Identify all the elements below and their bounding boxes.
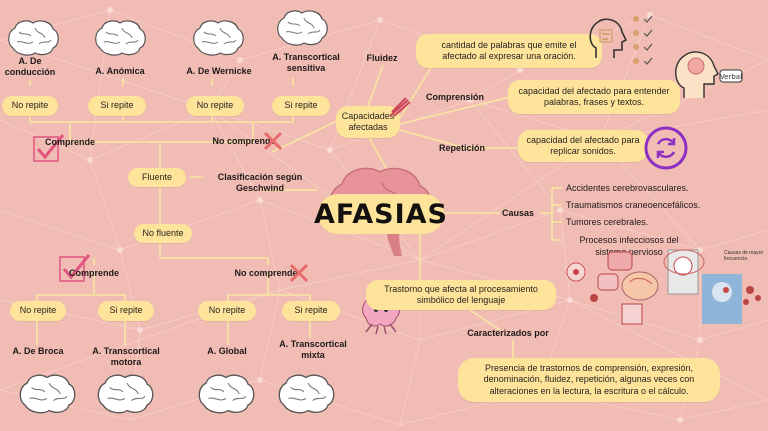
repeat-no-wernicke: No repite bbox=[186, 96, 244, 116]
brain-icon bbox=[95, 20, 146, 56]
repeat-no-broca: No repite bbox=[10, 301, 66, 321]
cross-icon bbox=[263, 131, 283, 151]
type-global: A. Global bbox=[207, 346, 247, 356]
type-transcortical-mixta: A. Transcortical mixta bbox=[279, 339, 347, 361]
medical-images bbox=[566, 249, 761, 325]
repeticion-desc: capacidad del afectado para replicar son… bbox=[518, 130, 648, 162]
repeat-si-transcortical-sensitiva: Si repite bbox=[272, 96, 330, 116]
thinking-head-icon: Verbal bbox=[675, 51, 743, 98]
verbal-tag: Verbal bbox=[720, 73, 742, 81]
repeticion-label: Repetición bbox=[438, 143, 485, 153]
comprension-label: Comprensión bbox=[425, 92, 484, 102]
people-list-icon bbox=[633, 15, 653, 65]
fluidez-label: Fluidez bbox=[366, 53, 398, 63]
brain-icon bbox=[193, 20, 244, 56]
cause-item: Tumores cerebrales. bbox=[566, 217, 649, 227]
non-fluent-pill: No fluente bbox=[134, 224, 192, 243]
brain-icon bbox=[278, 374, 335, 414]
repeat-no-conduccion: No repite bbox=[2, 96, 58, 116]
main-title: AFASIAS bbox=[314, 194, 447, 234]
no-comprende-bottom: No comprende bbox=[234, 268, 298, 278]
brain-icon bbox=[19, 374, 76, 414]
cause-item: Accidentes cerebrovasculares. bbox=[566, 183, 689, 193]
type-broca: A. De Broca bbox=[12, 346, 64, 356]
capacities-pill: Capacidades afectadas bbox=[336, 106, 400, 138]
checkbox-check-icon bbox=[33, 134, 65, 162]
definition-pill: Trastorno que afecta al procesamiento si… bbox=[366, 280, 556, 310]
type-transcortical-sensitiva: A. Transcortical sensitiva bbox=[272, 52, 340, 74]
characterized-desc: Presencia de trastornos de comprensión, … bbox=[458, 358, 720, 402]
type-anomica: A. Anómica bbox=[95, 66, 145, 76]
fluent-pill: Fluente bbox=[128, 168, 186, 187]
classification-label: Clasificación según Geschwind bbox=[217, 172, 303, 194]
type-transcortical-motora: A. Transcortical motora bbox=[92, 346, 160, 368]
causes-label: Causas bbox=[501, 208, 535, 218]
comprende-bottom: Comprende bbox=[68, 268, 119, 278]
characterized-label: Caracterizados por bbox=[467, 328, 549, 338]
type-conduccion: A. De conducción bbox=[4, 56, 56, 78]
fluidez-desc: cantidad de palabras que emite el afecta… bbox=[416, 34, 602, 68]
causes-caption: Causas de mayor frecuencia bbox=[724, 250, 764, 262]
repeat-si-anomica: Si repite bbox=[88, 96, 146, 116]
repeat-si-transcortical-mixta: Si repite bbox=[282, 301, 340, 321]
comprension-desc: capacidad del afectado para entender pal… bbox=[508, 80, 680, 114]
cross-icon bbox=[289, 263, 309, 283]
checkbox-check-icon bbox=[59, 254, 91, 282]
brain-icon bbox=[97, 374, 154, 414]
repeat-no-global: No repite bbox=[198, 301, 256, 321]
no-comprende-top: No comprende bbox=[212, 136, 276, 146]
comprende-top: Comprende bbox=[44, 137, 95, 147]
cause-item: Traumatismos craneoencefálicos. bbox=[566, 200, 701, 210]
brain-icon bbox=[198, 374, 255, 414]
type-wernicke: A. De Wernicke bbox=[186, 66, 252, 76]
speaking-head-icon bbox=[589, 18, 628, 58]
repeat-icon bbox=[644, 126, 688, 170]
brain-icon bbox=[277, 10, 328, 46]
repeat-si-transcortical-motora: Si repite bbox=[98, 301, 154, 321]
pencil-icon bbox=[389, 97, 411, 117]
brain-icon bbox=[8, 20, 59, 56]
